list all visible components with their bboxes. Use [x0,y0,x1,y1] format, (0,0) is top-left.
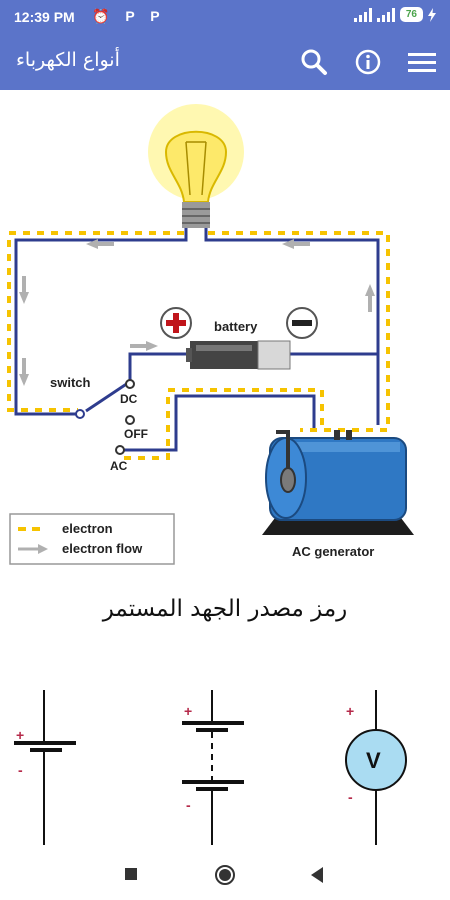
plus-sign: + [16,727,24,743]
app-bar: أنواع الكهرباء [0,36,450,90]
app-title: أنواع الكهرباء [16,49,120,71]
circuit-diagram: battery switch DC OFF AC AC generator el… [7,104,414,565]
legend-flow-label: electron flow [62,541,143,556]
status-time: 12:39 PM [14,9,75,25]
recent-apps-icon[interactable] [124,867,138,881]
flow-arrows [19,239,375,386]
minus-sign-multi: - [186,797,191,813]
ac-contact [115,445,125,455]
switch-pivot [75,409,85,419]
back-icon[interactable] [310,867,324,883]
signal-icon [353,7,372,22]
content-area[interactable]: battery switch DC OFF AC AC generator el… [0,90,450,845]
voltmeter-label: V [366,748,381,773]
menu-icon[interactable] [406,46,438,78]
legend [9,513,175,565]
charging-icon [428,7,436,22]
generator-label: AC generator [292,544,374,559]
minus-sign: - [18,762,23,778]
signal-icon-2 [376,7,395,22]
info-icon[interactable] [352,46,384,78]
minus-badge-icon [286,307,318,339]
voltmeter-symbol [345,690,407,845]
search-icon[interactable] [298,46,330,78]
off-contact [125,415,135,425]
plus-badge-icon [160,307,192,339]
switch-label: switch [50,375,91,390]
light-bulb [148,104,244,228]
single-cell-symbol [14,690,76,845]
status-bar: 12:39 PM ⏰ P P 76 [0,0,450,36]
plus-sign-volt: + [346,703,354,719]
ac-generator [262,430,414,535]
electron-path [7,231,390,460]
battery-indicator: 76 [399,7,423,22]
notification-icons: ⏰ P P [92,8,166,24]
section-heading: رمز مصدر الجهد المستمر [102,596,348,622]
legend-electron-label: electron [62,521,113,536]
dc-symbols: + - + - V + - [14,690,407,845]
battery-label: battery [214,319,258,334]
battery-cell [186,340,291,370]
dc-label: DC [120,392,138,406]
ac-label: AC [110,459,128,473]
minus-sign-volt: - [348,789,353,805]
status-right-icons: 76 [353,7,436,22]
circuit-wires [14,228,380,452]
dc-contact [125,379,135,389]
home-icon[interactable] [214,864,236,886]
off-label: OFF [124,427,148,441]
navigation-bar [0,845,450,900]
plus-sign-multi: + [184,703,192,719]
multi-cell-symbol [182,690,244,845]
